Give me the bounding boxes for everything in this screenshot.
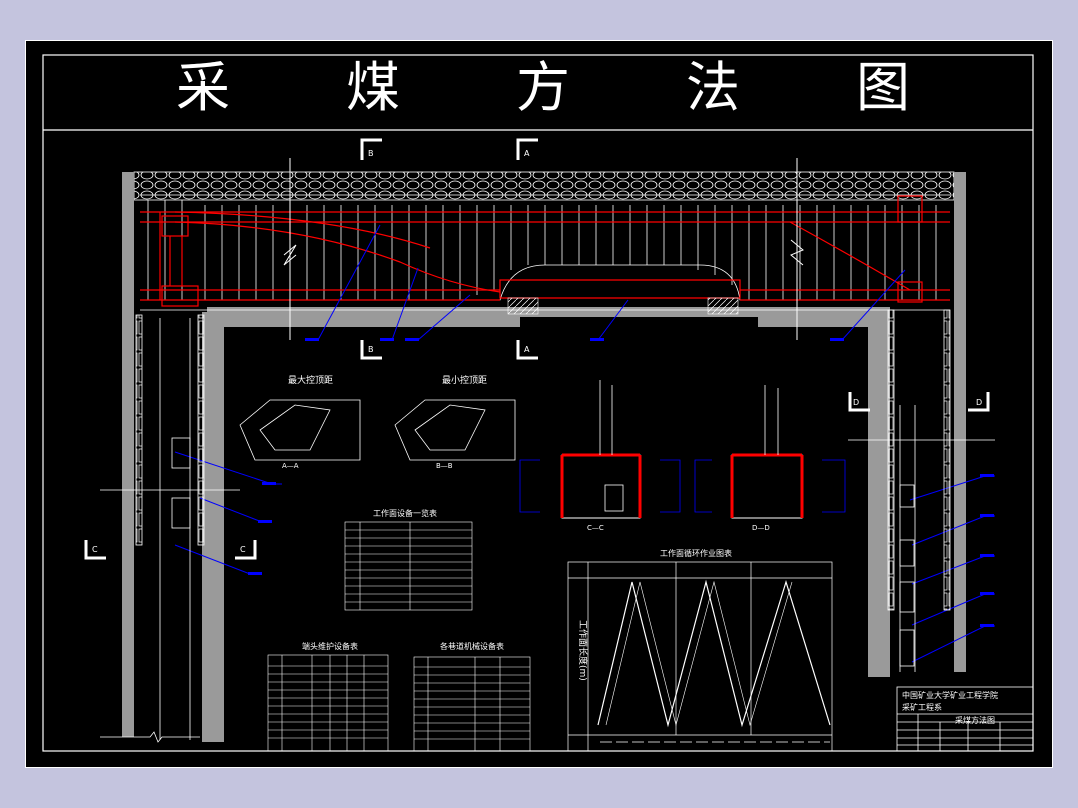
title-char-2: 煤 bbox=[346, 56, 400, 119]
title-block-line2: 采矿工程系 bbox=[902, 703, 942, 712]
max-span-title: 最大控顶距 bbox=[288, 374, 333, 386]
roadway-section-dd bbox=[694, 385, 846, 519]
section-mark-d-right: D bbox=[976, 398, 982, 407]
cut-lines bbox=[283, 158, 804, 340]
support-section-views bbox=[239, 399, 516, 461]
conveyor-lines bbox=[140, 195, 950, 307]
min-span-title: 最小控顶距 bbox=[442, 374, 487, 386]
transport-table-title: 各巷道机械设备表 bbox=[440, 641, 504, 651]
title-block-line1: 中国矿业大学矿业工程学院 bbox=[902, 691, 998, 700]
right-wall-outer bbox=[954, 172, 966, 672]
section-mark-d-left: D bbox=[853, 398, 859, 407]
section-mark-c-left: C bbox=[92, 545, 98, 554]
section-cc-label: C—C bbox=[587, 524, 604, 532]
title-block-drawing-name: 采煤方法图 bbox=[955, 716, 995, 725]
hydraulic-supports bbox=[140, 194, 950, 311]
support-table bbox=[267, 654, 389, 752]
section-mark-b-bottom: B bbox=[368, 345, 374, 354]
leader-tags bbox=[248, 338, 994, 627]
cycle-chart bbox=[567, 561, 833, 752]
title-char-5: 图 bbox=[856, 56, 910, 119]
section-mark-a-top: A bbox=[524, 149, 530, 158]
inner-border bbox=[42, 54, 1034, 752]
right-wall-inner bbox=[873, 312, 885, 672]
section-mark-c-right: C bbox=[240, 545, 246, 554]
left-wall-inner bbox=[207, 312, 219, 737]
left-wall-outer bbox=[122, 172, 134, 737]
pad-right bbox=[707, 297, 739, 315]
transport-table bbox=[413, 656, 531, 752]
pad-left bbox=[507, 297, 539, 315]
title-char-1: 采 bbox=[176, 56, 230, 119]
section-dd-label: D—D bbox=[752, 524, 770, 532]
title-char-3: 方 bbox=[516, 56, 570, 119]
section-mark-brackets bbox=[84, 138, 990, 560]
title-block-grid bbox=[896, 686, 1034, 752]
cycle-chart-axis-label: 工作面长度(m) bbox=[577, 620, 589, 681]
section-aa-label: A—A bbox=[282, 462, 299, 470]
support-table-title: 端头维护设备表 bbox=[302, 641, 358, 651]
roadway-section-cc bbox=[519, 380, 681, 519]
equipment-table bbox=[344, 521, 473, 611]
roof-rock bbox=[133, 171, 955, 201]
title-char-4: 法 bbox=[686, 56, 740, 119]
equipment-table-title: 工作面设备一览表 bbox=[373, 508, 437, 518]
section-mark-a-bottom: A bbox=[524, 345, 530, 354]
section-mark-b-top: B bbox=[368, 149, 374, 158]
right-gateroad bbox=[848, 309, 995, 672]
cycle-chart-title: 工作面循环作业图表 bbox=[660, 548, 732, 558]
section-bb-label: B—B bbox=[436, 462, 453, 470]
left-gateroad bbox=[100, 314, 240, 743]
